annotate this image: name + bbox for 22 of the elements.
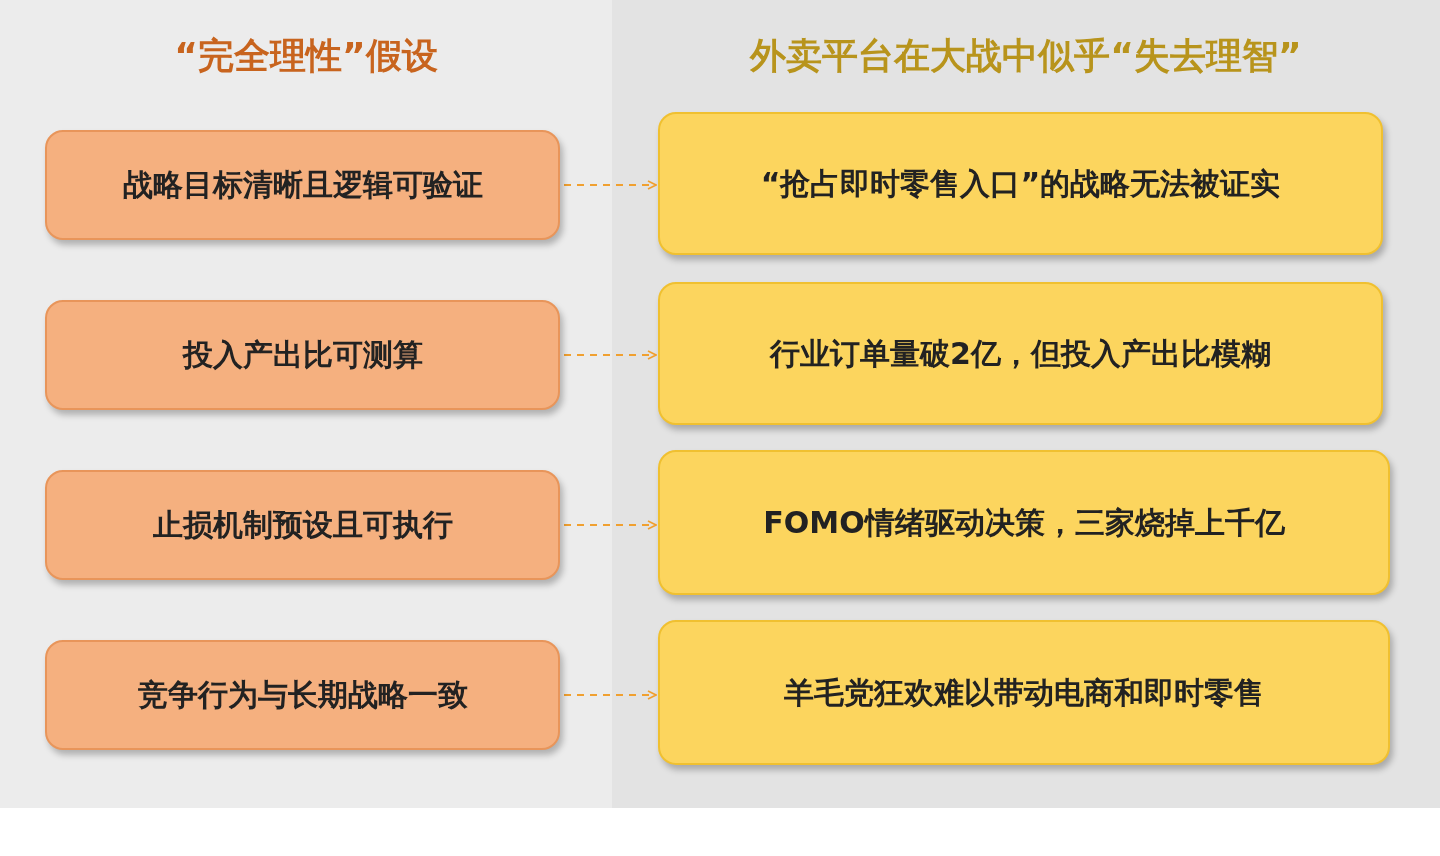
outcome-box [658, 282, 1383, 425]
box-text: FOMO情绪驱动决策，三家烧掉上千亿 [762, 504, 1286, 541]
assumption-box [45, 640, 560, 750]
column-heading: “完全理性”假设 [174, 35, 438, 76]
box-text: 投入产出比可测算 [181, 337, 424, 373]
assumption-box [45, 470, 560, 580]
box-text: 止损机制预设且可执行 [151, 507, 454, 543]
outcome-box [658, 620, 1390, 765]
box-text: 羊毛党狂欢难以带动电商和即时零售 [783, 674, 1265, 711]
dashed-arrow [563, 180, 657, 190]
box-text: “抢占即时零售入口”的战略无法被证实 [759, 165, 1282, 202]
column-heading: 外卖平台在大战中似乎“失去理智” [750, 35, 1302, 76]
box-text: 竞争行为与长期战略一致 [136, 677, 469, 713]
outcome-box [658, 450, 1390, 595]
box-text: 战略目标清晰且逻辑可验证 [121, 167, 484, 203]
outcome-box [658, 112, 1383, 255]
assumption-box [45, 300, 560, 410]
assumption-box [45, 130, 560, 240]
dashed-arrow [563, 690, 657, 700]
box-text: 行业订单量破2亿，但投入产出比模糊 [768, 335, 1272, 372]
dashed-arrow [563, 520, 657, 530]
dashed-arrow [563, 350, 657, 360]
